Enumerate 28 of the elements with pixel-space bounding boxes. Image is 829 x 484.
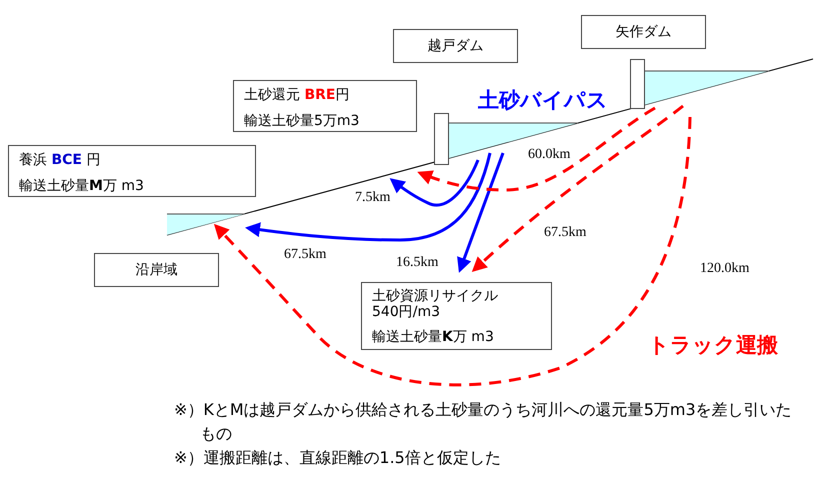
info-box	[361, 282, 552, 350]
footnote: ※）運搬距離は、直線距離の1.5倍と仮定した	[174, 447, 501, 469]
box-text: 輸送土砂量K万 m3	[372, 328, 495, 346]
arrow	[472, 104, 684, 272]
footnote: ※）KとMは越戸ダムから供給される土砂量のうち河川への還元量5万m3を差し引いたもの	[174, 399, 792, 445]
arrow	[214, 116, 692, 386]
box-text: 土砂資源リサイクル540円/m3	[372, 288, 498, 320]
box-text: 矢作ダム	[614, 23, 672, 41]
box-text: 土砂還元 BRE円	[244, 86, 350, 104]
box-text: 輸送土砂量5万m3	[244, 112, 360, 130]
arrow	[417, 106, 656, 192]
arrow	[390, 159, 480, 206]
box-text: 養浜 BCE 円	[19, 151, 102, 169]
arrow	[245, 152, 492, 242]
dam-drawing	[434, 113, 579, 165]
info-box	[233, 80, 417, 132]
area-box	[94, 253, 219, 287]
box-text: 沿岸域	[134, 261, 178, 279]
dam-label-box	[581, 15, 706, 49]
box-text: 越戸ダム	[426, 37, 484, 55]
sea-drawing	[167, 214, 245, 235]
arrow	[457, 152, 504, 273]
dam-label-box	[393, 29, 518, 63]
box-text: 輸送土砂量M万 m3	[19, 177, 145, 195]
dam-drawing	[630, 59, 770, 109]
trucking-title: トラック運搬	[648, 333, 778, 357]
info-box	[8, 145, 256, 197]
bypass-title: 土砂バイパス	[478, 88, 608, 112]
